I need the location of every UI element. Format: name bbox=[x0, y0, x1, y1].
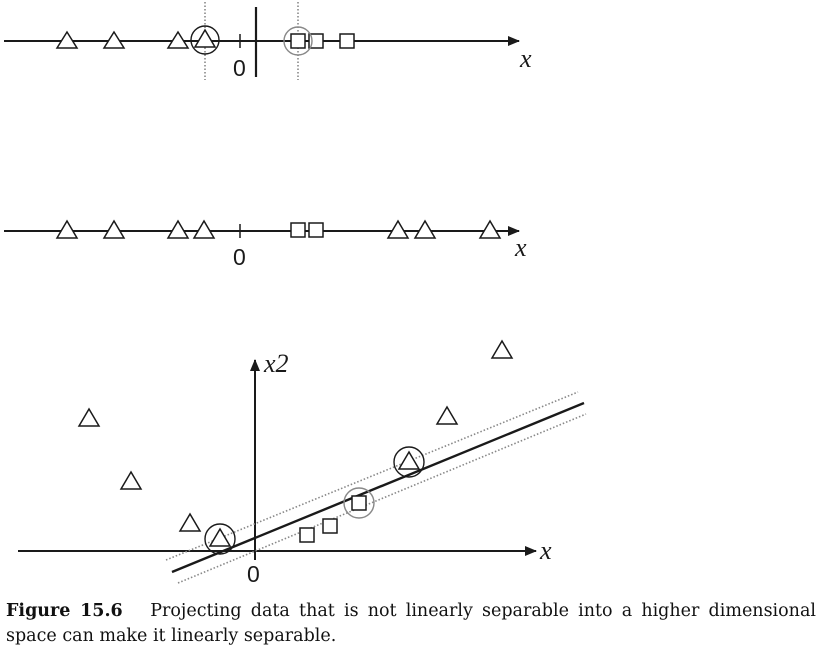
top-origin-label: 0 bbox=[233, 55, 246, 81]
svm-projection-figure: 0 x 0 x x2 x 0 bbox=[4, 2, 587, 587]
bottom-triangle bbox=[208, 527, 232, 547]
top-support-vector-circle bbox=[283, 26, 313, 56]
bottom-square bbox=[299, 527, 315, 543]
middle-triangle bbox=[478, 219, 502, 239]
panel-top bbox=[4, 2, 520, 80]
middle-triangle bbox=[386, 219, 410, 239]
middle-triangle bbox=[55, 219, 79, 239]
bottom-support-vector-circle bbox=[204, 523, 236, 555]
figure-caption: Figure 15.6 Projecting data that is not … bbox=[6, 599, 816, 649]
top-triangle bbox=[166, 30, 190, 49]
top-square bbox=[290, 33, 306, 49]
bottom-triangle bbox=[178, 512, 202, 532]
bottom-square bbox=[322, 518, 338, 534]
top-x-axis-label: x bbox=[519, 44, 532, 73]
bottom-triangle bbox=[490, 339, 514, 359]
top-triangle bbox=[193, 28, 217, 48]
bottom-support-vector-circle bbox=[343, 487, 375, 519]
middle-x-axis-label: x bbox=[514, 233, 527, 262]
top-square bbox=[308, 33, 324, 49]
bottom-x-axis-label: x bbox=[539, 536, 552, 565]
bottom-separating-hyperplane bbox=[171, 401, 585, 574]
top-support-vector-circle bbox=[190, 25, 220, 55]
middle-triangle bbox=[192, 219, 216, 239]
bottom-margin-upper bbox=[165, 391, 579, 561]
figure-caption-label: Figure 15.6 bbox=[6, 601, 123, 621]
top-triangle bbox=[102, 30, 126, 49]
bottom-y-axis-label: x2 bbox=[263, 349, 289, 378]
panel-middle bbox=[4, 219, 520, 239]
panel-bottom bbox=[18, 339, 587, 584]
top-triangle bbox=[55, 30, 79, 49]
bottom-triangle bbox=[397, 450, 421, 470]
bottom-triangle bbox=[119, 470, 143, 490]
middle-triangle bbox=[166, 219, 190, 239]
middle-triangle bbox=[413, 219, 437, 239]
middle-square bbox=[290, 222, 306, 238]
middle-origin-label: 0 bbox=[233, 244, 246, 270]
bottom-square bbox=[351, 495, 367, 511]
figure-caption-text: Projecting data that is not linearly sep… bbox=[6, 601, 816, 646]
middle-triangle bbox=[102, 219, 126, 239]
top-square bbox=[339, 33, 355, 49]
bottom-triangle bbox=[435, 405, 459, 425]
bottom-support-vector-circle bbox=[393, 446, 425, 478]
bottom-triangle bbox=[77, 407, 101, 427]
bottom-origin-label: 0 bbox=[247, 561, 260, 587]
middle-square bbox=[308, 222, 324, 238]
bottom-margin-lower bbox=[177, 413, 587, 584]
